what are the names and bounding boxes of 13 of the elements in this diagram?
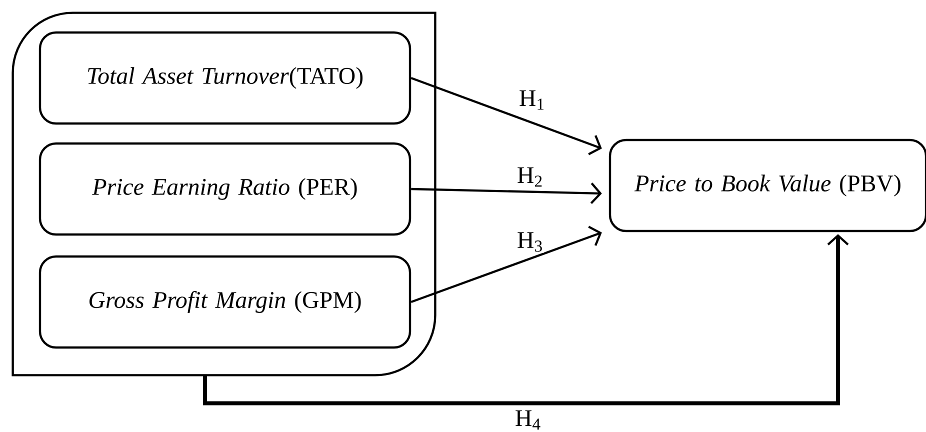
edge-label: H$_{4}$ [514,409,542,431]
edge-label: H$_{1}$ [518,89,546,111]
variable-box: Gross Profit Margin (GPM) [38,255,412,349]
arrow [410,76,602,156]
edge-label: H$_{2}$ [516,166,544,188]
variable-box: Total Asset Turnover(TATO) [38,31,412,125]
variable-box: Price to Book Value (PBV) [608,138,926,232]
arrow [410,226,602,304]
arrow [203,234,849,406]
group-box [12,12,436,376]
edge-label: H$_{3}$ [516,231,544,253]
arrow [411,182,602,204]
variable-box: Price Earning Ratio (PER) [38,142,412,236]
